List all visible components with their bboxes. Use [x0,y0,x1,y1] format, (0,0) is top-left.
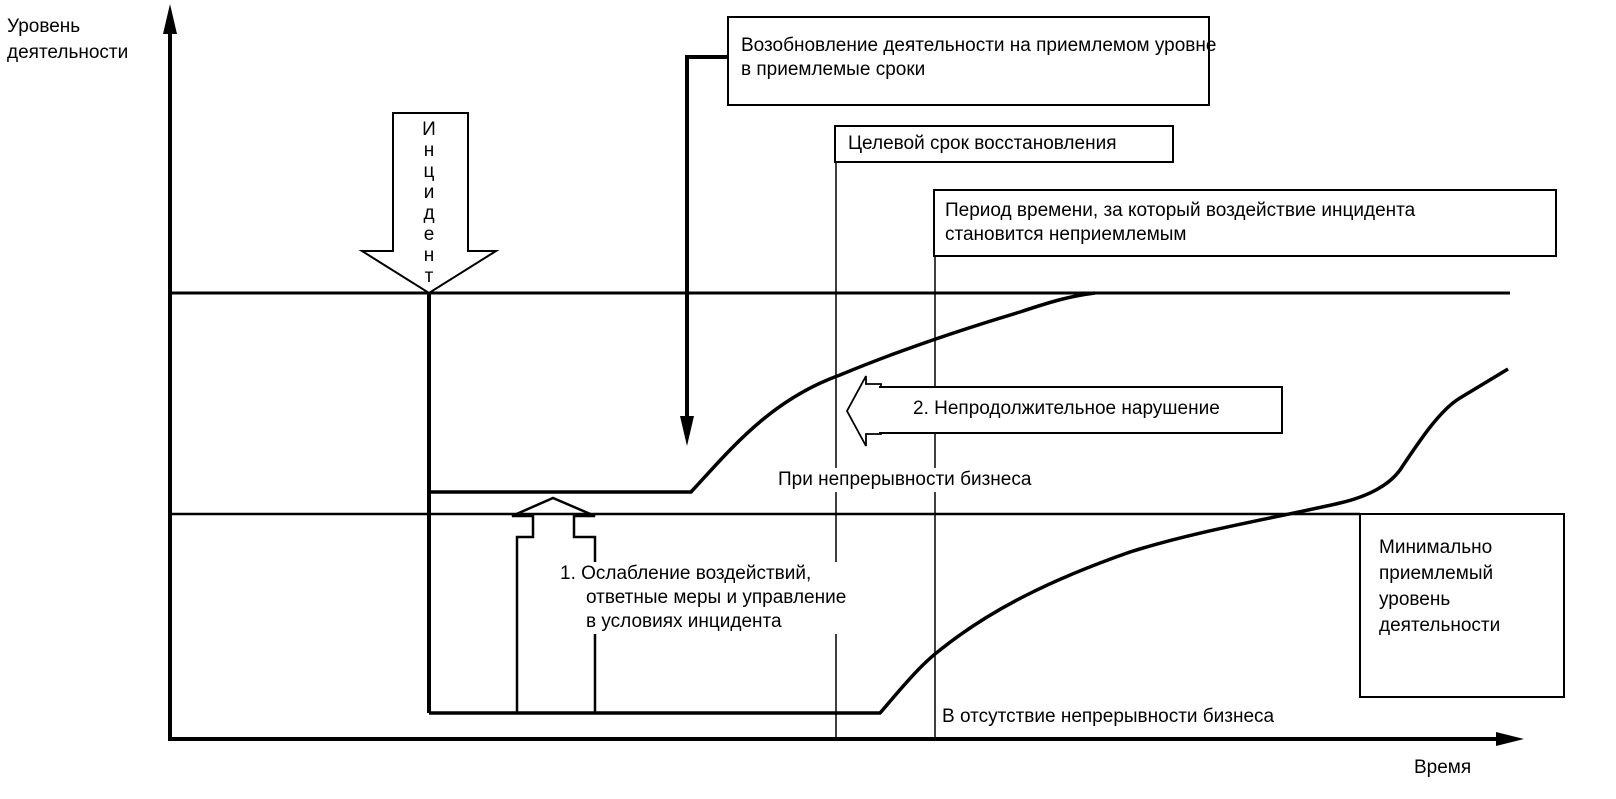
incident-arrow-shape [358,112,500,295]
minimum-level-line4: деятельности [1379,615,1501,636]
incident-letter: т [424,266,434,287]
mitigation-label: 1. Ослабление воздействий, ответные меры… [560,562,851,634]
with-bc-label: При непрерывности бизнеса [778,468,1032,492]
incident-letter: н [423,140,435,161]
short-disruption-box: 2. Непродолжительное нарушение [879,386,1283,434]
resumption-line2: в приемлемые сроки [741,59,926,80]
without-bc-curve [429,367,1509,715]
minimum-level-line1: Минимально [1379,537,1493,558]
mitigation-arrow-shape [511,496,597,713]
incident-letter: ц [423,161,435,182]
incident-letter: д [423,203,435,224]
x-axis-label: Время [1414,757,1472,778]
incident-letter: и [423,182,435,203]
minimum-level-box: Минимально приемлемый уровень деятельнос… [1359,513,1565,698]
minimum-level-line2: приемлемый [1379,563,1494,584]
without-bc-label: В отсутствие непрерывности бизнеса [942,706,1275,727]
mitigation-line2: ответные меры и управление [586,587,847,608]
target-recovery-label: Целевой срок восстановления [848,133,1117,154]
minimum-level-line3: уровень [1379,589,1451,610]
unacceptable-period-box: Период времени, за который воздействие и… [933,189,1557,257]
incident-letter: н [423,245,435,266]
y-axis-label: Уровень деятельности [7,14,128,66]
resumption-arrowhead [680,416,694,446]
short-disruption-label: 2. Непродолжительное нарушение [913,398,1220,419]
resumption-connector [685,55,727,420]
short-disruption-arrow-shape [845,375,882,447]
mitigation-line3: в условиях инцидента [586,611,782,632]
incident-letter: е [423,224,435,245]
y-axis-label-line1: Уровень [7,16,81,37]
y-axis-arrowhead [163,4,177,34]
incident-arrow-label: И н ц и д е н т [419,119,439,287]
unacceptable-period-line2: становится неприемлемым [945,224,1187,245]
incident-letter: И [422,119,436,140]
target-recovery-box: Целевой срок восстановления [834,125,1174,163]
with-bc-curve [429,291,1096,494]
resumption-line1: Возобновление деятельности на приемлемом… [741,35,1217,56]
resumption-box: Возобновление деятельности на приемлемом… [727,16,1217,106]
mitigation-line1: 1. Ослабление воздействий, [560,563,812,584]
y-axis-label-line2: деятельности [7,42,129,63]
unacceptable-period-line1: Период времени, за который воздействие и… [945,200,1416,221]
x-axis-arrowhead [1496,732,1524,746]
